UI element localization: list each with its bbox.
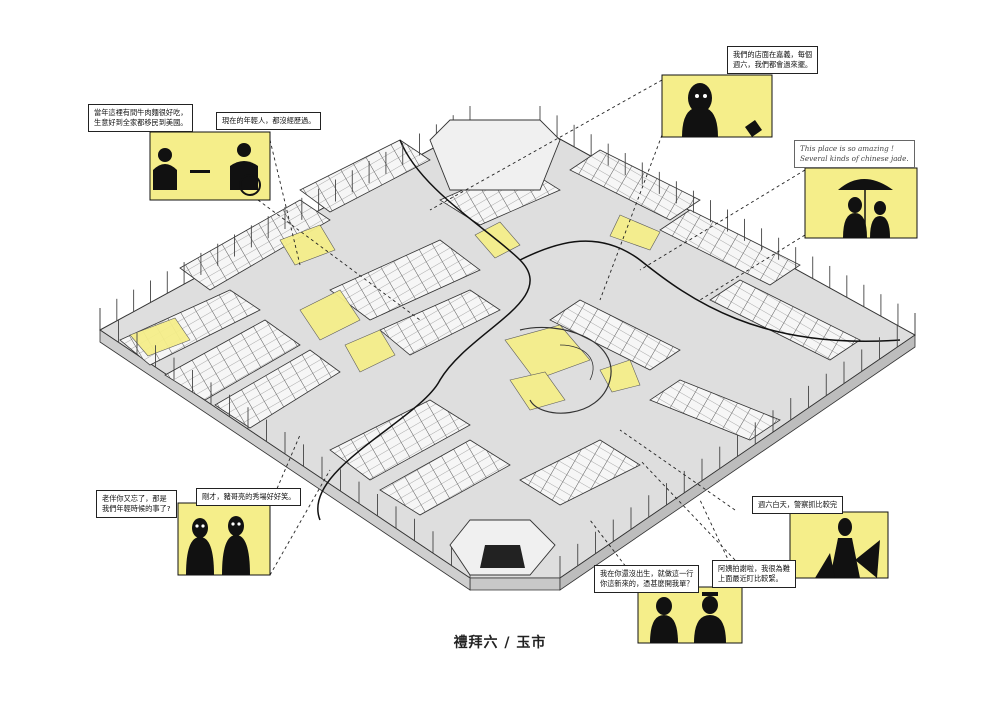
bubble-old-couple-1: 老伴你又忘了，那是 我們年輕時候的事了? bbox=[96, 490, 177, 518]
vignette-shopkeeper bbox=[661, 74, 773, 138]
bubble-young-seller-2: 阿姨拍謝啦，我很為難 上面最近盯比較緊。 bbox=[712, 560, 796, 588]
bubble-young-seller-1: 我在你還沒出生，就做這一行 你這新來的，憑甚麼開我單？ bbox=[594, 565, 700, 593]
bubble-butchers-1: 當年這裡有間牛肉麵很好吃， 生意好到全家都移民到美國。 bbox=[88, 104, 194, 132]
stall-blocks bbox=[119, 139, 861, 516]
vignette-young-seller bbox=[637, 586, 743, 644]
corner-pavilions bbox=[429, 119, 561, 576]
vignette-tourists bbox=[804, 167, 918, 239]
bubble-tourists-1: This place is so amazing ! Several kinds… bbox=[794, 140, 915, 168]
bubble-police-1: 週六白天，警察抓比較完 bbox=[752, 496, 844, 514]
vignette-old-couple bbox=[177, 502, 271, 576]
vignette-police bbox=[789, 511, 889, 579]
central-circulation bbox=[519, 326, 612, 414]
bubble-butchers-2: 現在的年輕人，都沒經歷過。 bbox=[216, 112, 322, 130]
walking-route bbox=[317, 139, 901, 521]
bubble-shopkeeper-1: 我們的店面在嘉義，每個 週六，我們都會過來擺。 bbox=[727, 46, 819, 74]
vignette-butchers bbox=[149, 131, 271, 201]
bubble-old-couple-2: 剛才，豬哥亮的秀場好好笑。 bbox=[196, 488, 302, 506]
diagram-caption: 禮拜六 / 玉市 bbox=[453, 635, 547, 651]
perimeter-columns bbox=[99, 106, 916, 578]
